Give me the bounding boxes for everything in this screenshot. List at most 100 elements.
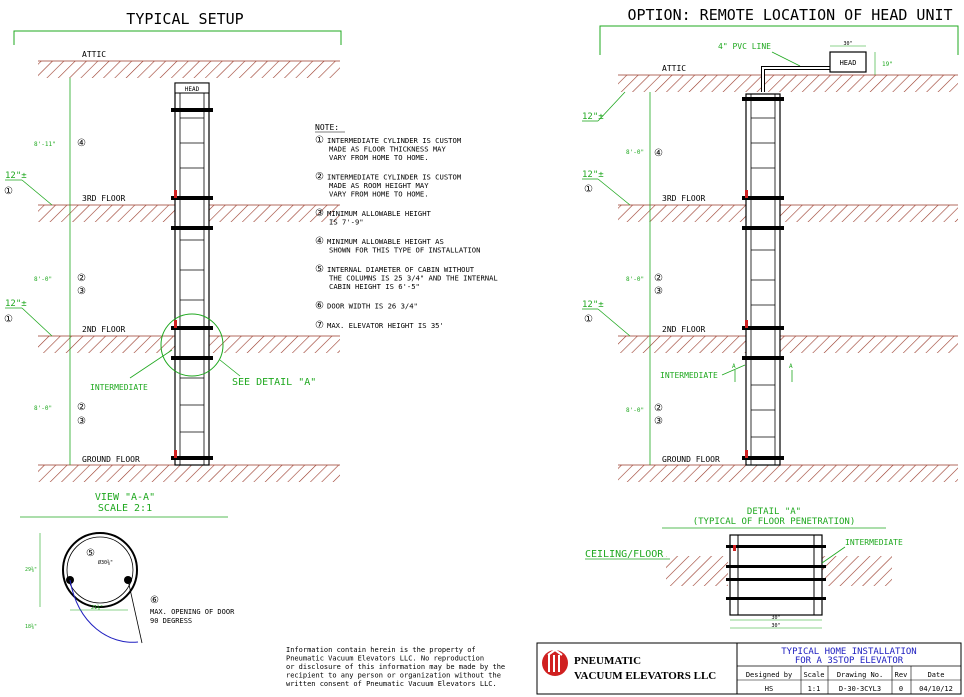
detail-a-subtitle: (TYPICAL OF FLOOR PENETRATION): [693, 517, 856, 527]
dim-8-0-mid: 8'-0": [34, 276, 52, 283]
designed-by-value: HS: [765, 685, 773, 693]
third-floor-label: 3RD FLOOR: [82, 194, 126, 203]
note-line: INTERMEDIATE CYLINDER IS CUSTOM: [327, 136, 462, 145]
scale-header: Scale: [803, 671, 824, 679]
svg-text:③: ③: [654, 286, 663, 297]
note-line: DOOR WIDTH IS 26 3/4": [327, 302, 418, 311]
disclaimer-line: or disclosure of this information may be…: [286, 663, 505, 671]
note-line: CABIN HEIGHT IS 6'-5": [329, 282, 420, 291]
note-line: MADE AS ROOM HEIGHT MAY: [329, 181, 429, 190]
rev-value: 0: [899, 685, 903, 693]
disclaimer-line: Pneumatic Vacuum Elevators LLC. No repro…: [286, 655, 484, 663]
ceiling-floor-label: CEILING/FLOOR: [585, 549, 664, 560]
attic-label-right: ATTIC: [662, 64, 686, 73]
svg-text:③: ③: [77, 416, 86, 427]
section-marker-left: A: [732, 363, 736, 370]
detail-a: DETAIL "A" (TYPICAL OF FLOOR PENETRATION…: [585, 507, 903, 629]
remote-option-title: OPTION: REMOTE LOCATION OF HEAD UNIT: [627, 6, 952, 24]
svg-text:②: ②: [654, 273, 663, 284]
view-aa-scale: SCALE 2:1: [98, 503, 152, 514]
ground-floor-slab-right: [618, 465, 958, 482]
thickness-callout-right-2: 12"±: [582, 170, 604, 180]
svg-text:⑥: ⑥: [150, 595, 159, 606]
elevator-tube-right: [742, 93, 784, 466]
disclaimer-line: recipient to any person or organization …: [286, 672, 501, 680]
note-number: ⑥: [315, 301, 324, 312]
note-number: ④: [315, 236, 324, 247]
note-line: INTERNAL DIAMETER OF CABIN WITHOUT: [327, 265, 475, 274]
attic-floor-slab-right: [618, 75, 958, 92]
see-detail-a-label: SEE DETAIL "A": [232, 377, 316, 388]
thickness-callout-2: 12"±: [5, 299, 27, 309]
intermediate-label: INTERMEDIATE: [90, 383, 148, 392]
door-opening-label-2: 90 DEGRESS: [150, 617, 192, 625]
outer-dim: 29⅜": [25, 566, 37, 573]
note-number: ⑦: [315, 320, 324, 331]
attic-floor-slab: [38, 61, 340, 78]
svg-text:①: ①: [584, 184, 593, 195]
dim-8-0-bot: 8'-0": [34, 405, 52, 412]
view-a-a: VIEW "A-A" SCALE 2:1 ⑤ Ø30⅜" 29⅜" 21⅜" 1…: [20, 492, 235, 644]
head-width-dim: 30": [843, 41, 852, 47]
detail-intermediate-label: INTERMEDIATE: [845, 538, 903, 547]
dim-mid-right: 8'-0": [626, 276, 644, 283]
attic-label: ATTIC: [82, 50, 106, 59]
door-depth-dim: 18⅜": [25, 623, 37, 630]
detail-width-1: 30": [771, 615, 780, 621]
pvc-line-label: 4" PVC LINE: [718, 42, 771, 51]
remote-head-option: OPTION: REMOTE LOCATION OF HEAD UNIT ATT…: [582, 6, 959, 482]
door-width-dim: 21⅜": [91, 604, 103, 611]
drawing-number-value: D-30-3CYL3: [839, 685, 881, 693]
disclaimer: Information contain herein is the proper…: [286, 646, 505, 688]
svg-text:②: ②: [654, 403, 663, 414]
typical-setup: TYPICAL SETUP ATTIC 3RD FLOOR 2ND FLOOR …: [4, 10, 342, 482]
detail-a-title: DETAIL "A": [747, 507, 801, 517]
drawing-title-2: FOR A 3STOP ELEVATOR: [795, 656, 904, 666]
svg-text:Information contain herein is: Information contain herein is the proper…: [286, 646, 505, 688]
company-logo: [542, 648, 568, 676]
third-floor-slab-right: [618, 205, 958, 222]
dim-top-right: 8'-0": [626, 149, 644, 156]
svg-text:②: ②: [77, 402, 86, 413]
note-line: INTERMEDIATE CYLINDER IS CUSTOM: [327, 173, 462, 182]
disclaimer-line: Information contain herein is the proper…: [286, 646, 476, 654]
thickness-callout-1: 12"±: [5, 171, 27, 181]
notes-heading: NOTE:: [315, 123, 339, 132]
remote-head-label: HEAD: [840, 59, 857, 67]
typical-setup-title: TYPICAL SETUP: [126, 10, 243, 28]
ground-floor-slab: [38, 465, 340, 482]
door-opening-label-1: MAX. OPENING OF DOOR: [150, 608, 235, 616]
dim-8-11: 8'-11": [34, 141, 56, 148]
note-line: MADE AS FLOOR THICKNESS MAY: [329, 145, 447, 154]
view-aa-title: VIEW "A-A": [95, 492, 155, 503]
ground-floor-label: GROUND FLOOR: [82, 455, 140, 464]
note-line: VARY FROM HOME TO HOME.: [329, 153, 429, 162]
note-number: ②: [315, 172, 324, 183]
svg-text:①: ①: [584, 314, 593, 325]
title-block: PNEUMATIC VACUUM ELEVATORS LLC TYPICAL H…: [536, 642, 962, 695]
elevator-tube-left: HEAD: [171, 82, 213, 466]
svg-text:④: ④: [654, 148, 663, 159]
drawing-number-header: Drawing No.: [837, 671, 883, 679]
drawing-title-1: TYPICAL HOME INSTALLATION: [781, 647, 916, 657]
inner-diameter-dim: Ø30⅜": [98, 559, 113, 566]
detail-width-2: 30": [771, 623, 780, 629]
section-marker-right: A: [789, 363, 793, 370]
note-number: ①: [315, 135, 324, 146]
note-line: THE COLUMNS IS 25 3/4" AND THE INTERNAL: [329, 274, 498, 283]
scale-value: 1:1: [808, 685, 821, 693]
rev-header: Rev: [895, 671, 908, 679]
detail-a-circle: [160, 313, 224, 377]
head-unit-label: HEAD: [185, 86, 200, 93]
head-height-dim: 19": [882, 61, 893, 68]
svg-text:④: ④: [77, 138, 86, 149]
note-line: MAX. ELEVATOR HEIGHT IS 35': [327, 321, 444, 330]
svg-text:③: ③: [77, 286, 86, 297]
note-number: ⑤: [315, 264, 324, 275]
third-floor-label-right: 3RD FLOOR: [662, 194, 706, 203]
svg-text:②: ②: [77, 273, 86, 284]
second-floor-slab-right: [618, 336, 958, 353]
note-line: MINIMUM ALLOWABLE HEIGHT: [327, 209, 432, 218]
